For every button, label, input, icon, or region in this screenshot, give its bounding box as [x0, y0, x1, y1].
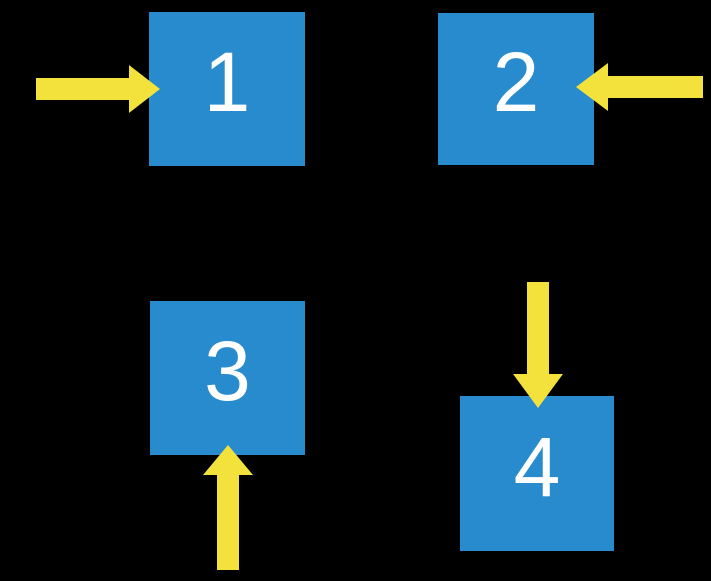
square-1[interactable]: 1: [149, 12, 305, 166]
square-1-label: 1: [203, 35, 251, 129]
square-4[interactable]: 4: [460, 396, 614, 551]
square-3-label: 3: [204, 324, 251, 418]
arrow-up-icon: [203, 445, 253, 570]
arrow-down-icon: [513, 282, 563, 408]
arrow-right-icon: [36, 65, 160, 113]
square-3[interactable]: 3: [150, 301, 305, 455]
square-2-label: 2: [492, 35, 540, 129]
arrow-left-icon: [576, 63, 703, 111]
square-2[interactable]: 2: [438, 13, 594, 165]
square-4-label: 4: [513, 419, 561, 514]
